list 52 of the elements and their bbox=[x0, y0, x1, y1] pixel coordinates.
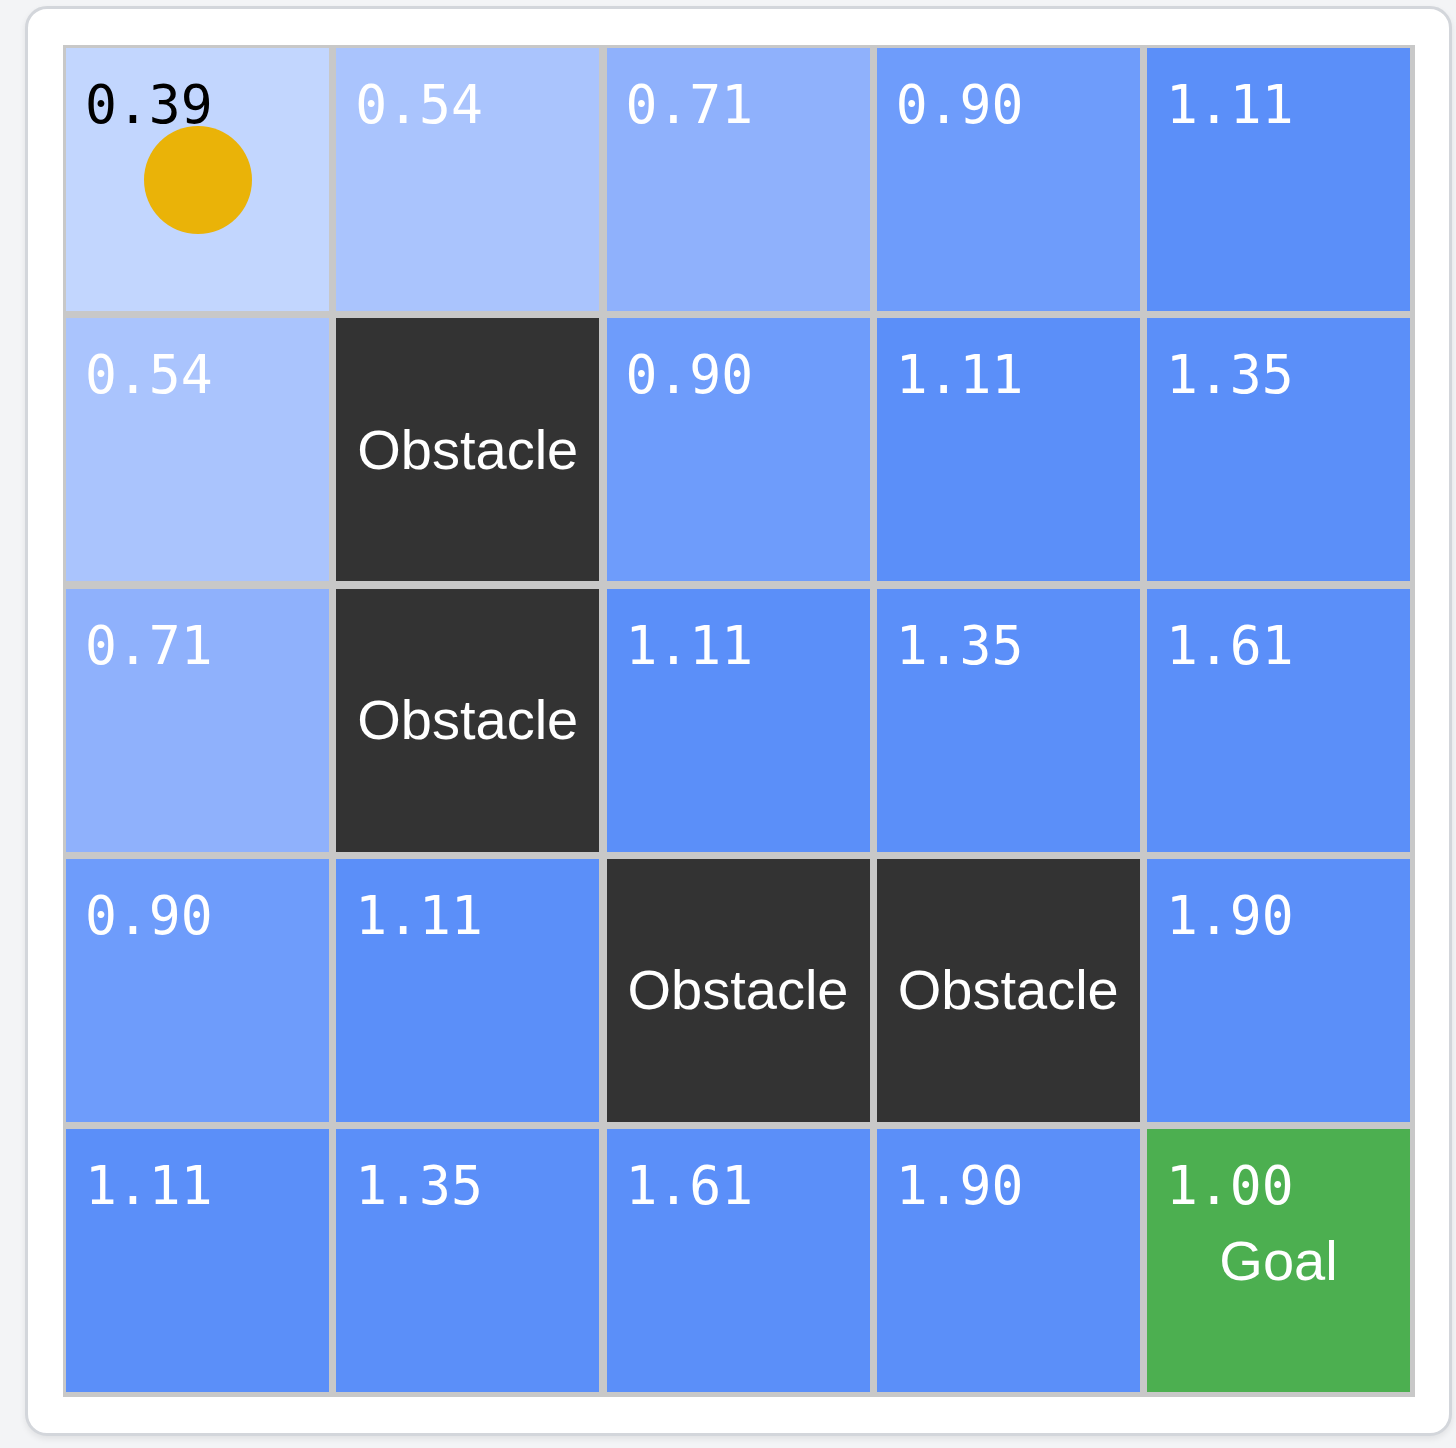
cell-value: 1.90 bbox=[895, 1159, 1024, 1212]
cell-value: 1.61 bbox=[1166, 618, 1294, 672]
cell-value: 0.90 bbox=[895, 78, 1024, 131]
cell-value: 1.11 bbox=[85, 1159, 213, 1212]
value-cell bbox=[606, 48, 870, 311]
value-cell bbox=[876, 588, 1140, 852]
cell-value: 1.00 bbox=[1166, 1159, 1294, 1212]
cell-value: 1.11 bbox=[625, 618, 754, 672]
value-cell bbox=[66, 318, 329, 582]
value-cell bbox=[66, 1129, 329, 1392]
cell-value: 1.11 bbox=[1166, 78, 1294, 131]
value-cell bbox=[1147, 588, 1410, 852]
obstacle-label: Obstacle bbox=[627, 958, 849, 1023]
value-cell bbox=[66, 48, 329, 311]
cell-value: 0.71 bbox=[625, 78, 754, 131]
goal-label: Goal bbox=[1219, 1228, 1338, 1293]
value-cell bbox=[1147, 318, 1410, 582]
obstacle-cell bbox=[876, 858, 1140, 1122]
value-cell bbox=[1147, 858, 1410, 1122]
obstacle-label: Obstacle bbox=[357, 687, 579, 753]
cell-value: 1.11 bbox=[355, 888, 483, 942]
value-cell bbox=[336, 1129, 600, 1392]
obstacle-cell bbox=[606, 858, 870, 1122]
value-cell bbox=[606, 318, 870, 582]
cell-value: 1.11 bbox=[895, 348, 1024, 402]
value-cell bbox=[876, 1129, 1140, 1392]
circle-marker-icon bbox=[143, 125, 252, 234]
cell-value: 1.61 bbox=[625, 1159, 754, 1212]
cell-value: 0.39 bbox=[85, 78, 213, 131]
obstacle-cell bbox=[336, 318, 600, 582]
cell-value: 1.35 bbox=[355, 1159, 483, 1212]
value-cell bbox=[66, 858, 329, 1122]
obstacle-label: Obstacle bbox=[357, 417, 579, 482]
cell-value: 0.54 bbox=[355, 78, 483, 131]
cell-value: 1.90 bbox=[1166, 888, 1294, 942]
value-cell bbox=[336, 858, 600, 1122]
obstacle-cell bbox=[336, 588, 600, 852]
value-cell bbox=[336, 48, 600, 311]
cell-value: 0.90 bbox=[85, 888, 213, 942]
obstacle-label: Obstacle bbox=[897, 958, 1119, 1023]
value-cell bbox=[1147, 48, 1410, 311]
cell-value: 1.35 bbox=[1166, 348, 1294, 402]
cell-value: 0.54 bbox=[85, 348, 213, 402]
cell-value: 0.71 bbox=[85, 618, 213, 672]
value-cell bbox=[606, 588, 870, 852]
value-cell bbox=[876, 318, 1140, 582]
goal-cell bbox=[1147, 1129, 1410, 1392]
cell-value: 0.90 bbox=[625, 348, 754, 402]
cell-value: 1.35 bbox=[895, 618, 1024, 672]
value-cell bbox=[606, 1129, 870, 1392]
value-cell bbox=[66, 588, 329, 852]
value-cell bbox=[876, 48, 1140, 311]
